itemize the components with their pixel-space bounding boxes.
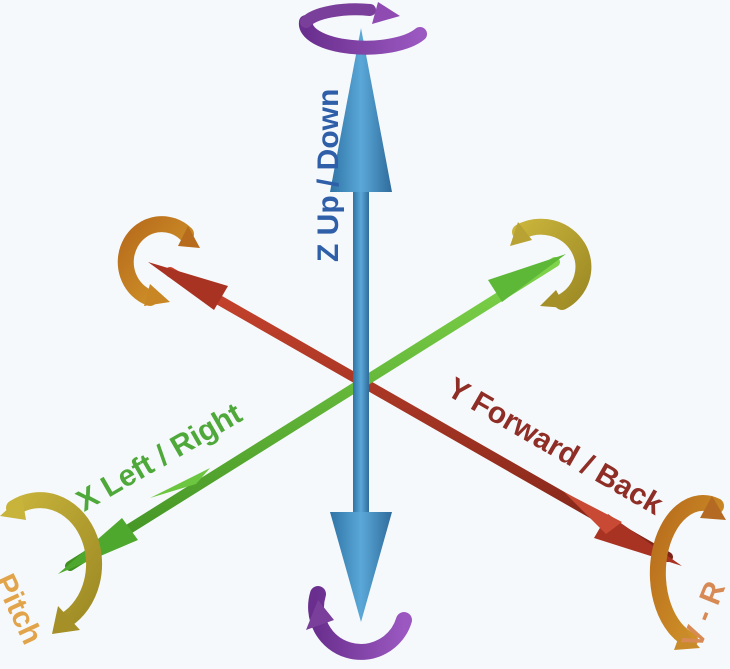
z-axis-label: Z Up / Down	[312, 89, 345, 262]
pitch-label-partial: Pitch	[0, 569, 49, 649]
x-top-right-rotation-ring-icon	[510, 218, 592, 310]
right-label-partial: V - R	[676, 577, 730, 653]
z-axis-arrow	[330, 28, 392, 622]
y-top-left-rotation-ring-icon	[117, 216, 200, 306]
x-bottom-left-rotation-ring-icon	[0, 492, 102, 634]
z-bottom-rotation-ring-icon	[306, 586, 412, 660]
y-axis-arrow	[148, 262, 682, 566]
y-bottom-right-rotation-ring-icon	[649, 495, 726, 650]
x-axis-label: X Left / Right	[71, 397, 248, 518]
z-top-rotation-ring-icon	[298, 2, 427, 55]
